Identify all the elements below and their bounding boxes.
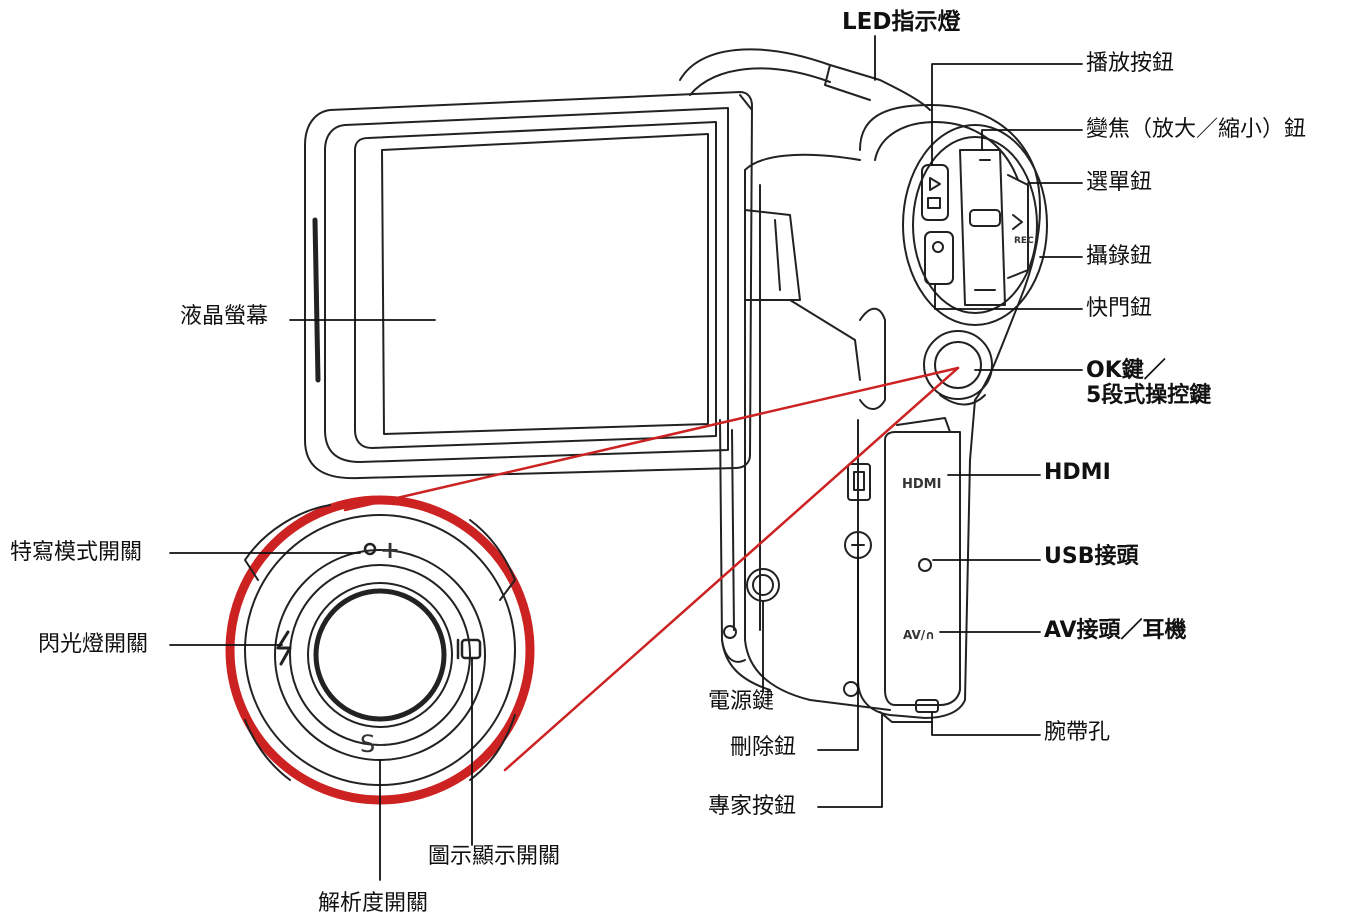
record-button-label: 攝錄鈕 <box>1086 245 1152 269</box>
macro-switch-label: 特寫模式開關 <box>10 541 142 565</box>
lcd-screen-label: 液晶螢幕 <box>180 305 268 329</box>
power-key-label: 電源鍵 <box>708 690 774 714</box>
resolution-switch-label: 解析度開關 <box>318 892 428 916</box>
shutter-button-label: 快門鈕 <box>1086 297 1152 321</box>
minus-marking: S– <box>360 730 387 758</box>
flash-switch-label: 閃光燈開關 <box>38 633 148 657</box>
delete-button-label: 刪除鈕 <box>730 736 796 760</box>
magnified-control <box>230 368 958 800</box>
hdmi-label: HDMI <box>1044 461 1111 485</box>
icon-display-switch-label: 圖示顯示開關 <box>428 845 560 869</box>
rec-marking: REC <box>1014 236 1034 246</box>
leader-lines <box>170 36 1082 880</box>
ok-key-label-line2: 5段式操控鍵 <box>1086 383 1211 408</box>
av-port-marking: AV/∩ <box>903 628 935 642</box>
strap-hole-label: 腕帶孔 <box>1044 721 1110 745</box>
menu-button-label: 選單鈕 <box>1086 171 1152 195</box>
led-indicator-label: LED指示燈 <box>842 10 960 34</box>
lcd-panel <box>305 92 752 478</box>
plus-marking: + <box>380 536 400 564</box>
usb-label: USB接頭 <box>1044 545 1138 569</box>
expert-button-label: 專家按鈕 <box>708 795 796 819</box>
hdmi-port-marking: HDMI <box>902 477 941 492</box>
ok-key-label: OK鍵／ 5段式操控鍵 <box>1086 358 1211 408</box>
play-button-label: 播放按鈕 <box>1086 52 1174 76</box>
ok-key-label-line1: OK鍵／ <box>1086 358 1211 383</box>
control-cluster <box>903 125 1047 404</box>
zoom-button-label: 變焦（放大／縮小）鈕 <box>1086 118 1306 142</box>
av-label: AV接頭／耳機 <box>1044 619 1187 643</box>
